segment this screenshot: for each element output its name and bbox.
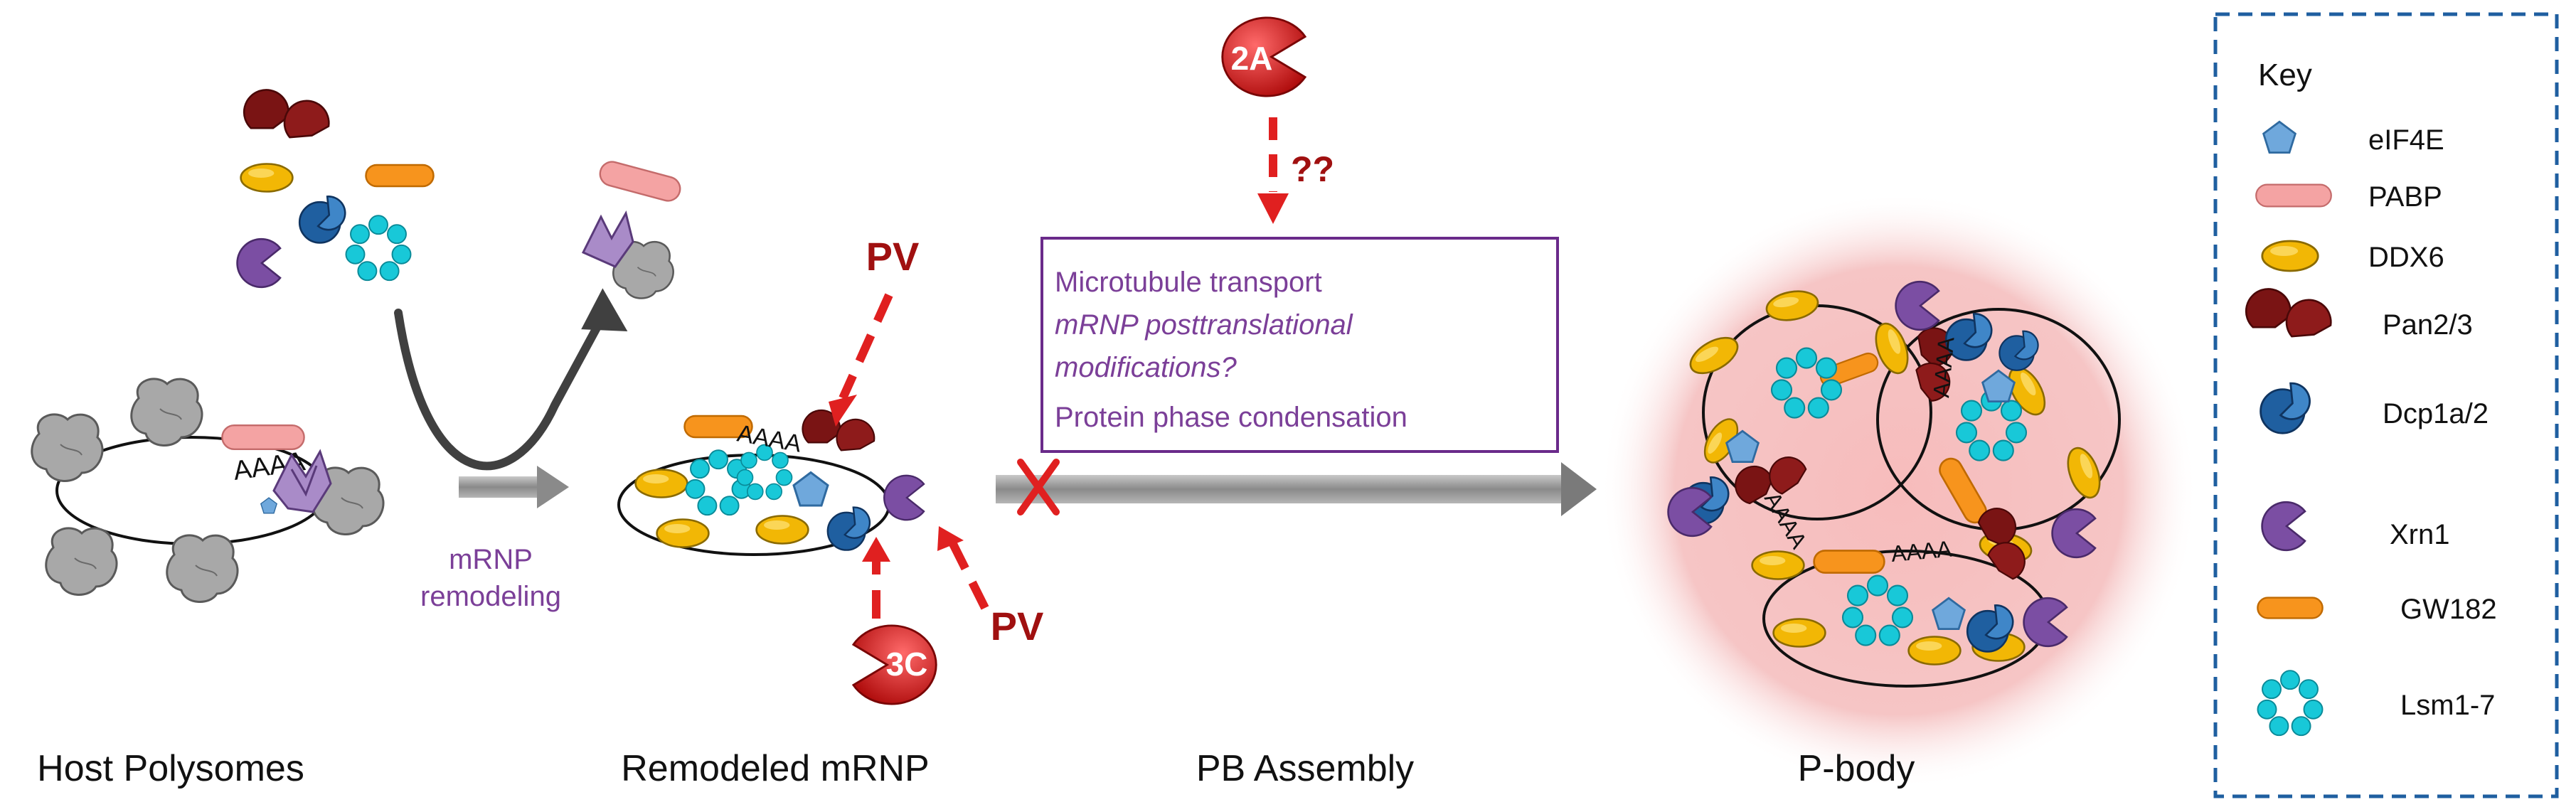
gw182-icon [1813, 550, 1885, 574]
pan2-3-icon [243, 89, 330, 139]
mechanism-ptm-line1: mRNP posttranslational [1055, 309, 1353, 341]
ribosome-icon [130, 378, 203, 447]
3c-label: 3C [886, 646, 928, 683]
pv-label-bottom: PV [991, 604, 1044, 648]
legend-eif4e: eIF4E [2368, 124, 2444, 156]
stage-label-remodeled-mrnp: Remodeled mRNP [621, 748, 930, 789]
stage-label-pb-assembly: PB Assembly [1196, 748, 1414, 789]
polya-tail-label: AAAA [1890, 536, 1953, 567]
ddx6-icon [1772, 618, 1826, 648]
translation-factor-icon [272, 449, 332, 513]
polya-tail-label: AAAA [735, 419, 804, 457]
free-decay-factors [236, 89, 435, 289]
ddx6-icon [240, 163, 294, 193]
gw182-icon [2257, 597, 2324, 619]
2a-protease-group: 2A ?? [1221, 16, 1334, 224]
2a-label: 2A [1231, 40, 1273, 77]
ddx6-icon [656, 518, 710, 548]
legend-pabp: PABP [2368, 181, 2442, 213]
pabp-icon [221, 424, 305, 450]
released-factors [581, 158, 684, 299]
stage-label-host-polysomes: Host Polysomes [37, 748, 304, 789]
legend-dcp1a-2: Dcp1a/2 [2383, 398, 2489, 429]
dcp1a-2-icon [298, 196, 346, 244]
ddx6-icon [1907, 636, 1962, 666]
pabp-icon [2255, 183, 2332, 208]
remodeling-curve-arrow [394, 288, 628, 471]
remodeled-mrnp-panel: AAAA [617, 409, 925, 556]
remodeling-label-line2: remodeling [420, 581, 561, 612]
mechanism-microtubule: Microtubule transport [1055, 267, 1322, 298]
xrn1-icon [236, 237, 282, 289]
legend-lsm1-7: Lsm1-7 [2400, 690, 2495, 721]
legend-title: Key [2258, 58, 2312, 92]
remodeling-label-line1: mRNP [449, 544, 533, 575]
mechanism-phase-condensation: Protein phase condensation [1055, 402, 1407, 433]
viral-protease-arrows: PV PV 3C [829, 234, 1044, 705]
ddx6-icon [634, 469, 688, 498]
ddx6-icon [2261, 240, 2319, 272]
p-body-panel: AAAA AAAA AAAA [1600, 192, 2198, 789]
translation-factor-icon [581, 210, 634, 268]
eif4e-icon [792, 471, 829, 507]
legend-pan2-3: Pan2/3 [2383, 309, 2473, 341]
legend-ddx6: DDX6 [2368, 242, 2444, 273]
polya-tail-label: AAAA [1928, 336, 1959, 399]
legend-key: Key eIF4E PABP DDX6 Pan2/3 Dcp1a/2 Xrn1 … [2213, 12, 2559, 798]
eif4e-icon [260, 497, 277, 514]
legend-xrn1: Xrn1 [2390, 519, 2450, 550]
lsm1-7-icon [345, 215, 412, 282]
pb-assembly-mechanisms-box: Microtubule transport mRNP posttranslati… [1040, 237, 1559, 453]
ribosome-icon [45, 527, 118, 596]
ribosome-icon [31, 413, 104, 482]
dcp1a-2-icon [826, 506, 871, 551]
gw182-icon [365, 164, 435, 188]
ddx6-icon [1751, 550, 1805, 580]
stage-label-p-body: P-body [1798, 748, 1915, 789]
legend-gw182: GW182 [2400, 594, 2497, 625]
pb-assembly-arrow [996, 462, 1597, 516]
ribosome-icon [166, 534, 239, 603]
pv-label-top: PV [866, 234, 920, 279]
unknown-mechanism-label: ?? [1291, 149, 1334, 189]
host-polysomes-panel: AAAA [31, 378, 385, 603]
block-x-icon [1017, 459, 1060, 515]
xrn1-icon [883, 474, 925, 521]
pabp-icon [596, 158, 684, 205]
remodeling-arrow [459, 466, 569, 508]
ddx6-icon [755, 515, 809, 545]
mechanism-ptm-line2: modifications? [1055, 352, 1237, 383]
